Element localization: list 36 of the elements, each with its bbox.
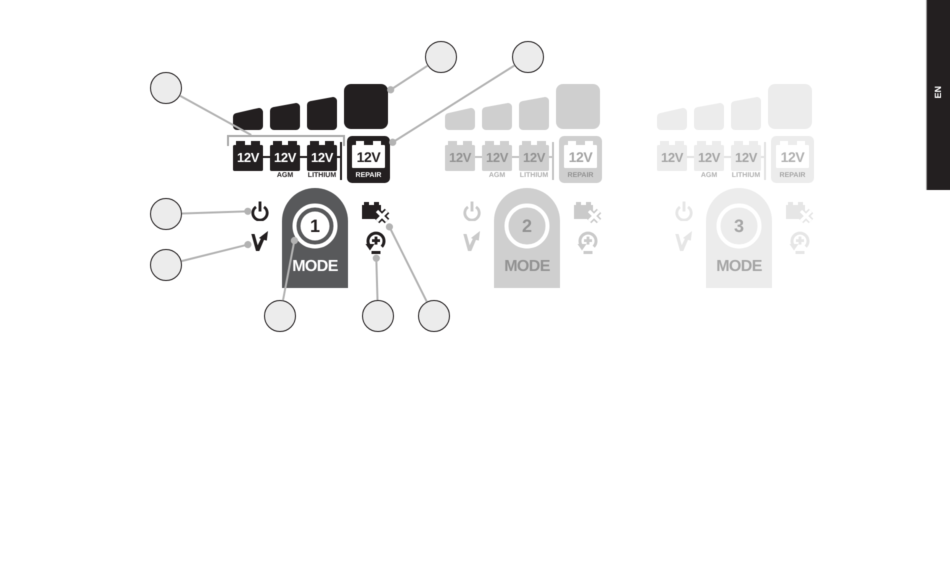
language-tab: EN [926, 0, 950, 190]
connector-line [475, 156, 482, 158]
leader-line [372, 254, 380, 300]
bracket [227, 135, 345, 146]
power-icon [251, 201, 269, 221]
indicator-light-icon [344, 84, 388, 129]
leader-line [386, 223, 428, 302]
mode-button: MODE 2 [494, 188, 560, 288]
callout-circle [362, 300, 394, 332]
callout-circle [418, 300, 450, 332]
separator-line [552, 142, 554, 180]
connector-line [512, 156, 519, 158]
connector-line [549, 156, 552, 158]
connector-line [300, 156, 307, 158]
mode-number: 2 [504, 203, 550, 249]
mode-button: MODE 3 [706, 188, 772, 288]
connector-line [337, 156, 340, 158]
callout-circle [264, 300, 296, 332]
mode-button: MODE 1 [282, 188, 348, 288]
callout-circle [150, 72, 182, 104]
callout-circle [150, 198, 182, 230]
leader-line [181, 240, 252, 262]
callout-circle [512, 41, 544, 73]
leader-line [180, 94, 252, 136]
callout-circle [425, 41, 457, 73]
v-arrow-icon [251, 230, 269, 252]
leader-line [387, 64, 428, 94]
connector-line [263, 156, 270, 158]
leader-line [182, 208, 252, 215]
circular-arrow-icon [364, 231, 388, 255]
separator-line [340, 142, 342, 180]
leader-line [389, 64, 516, 146]
battery-cross-icon [362, 200, 390, 224]
callout-circle [150, 249, 182, 281]
mode-number: 1 [292, 203, 338, 249]
mode-number: 3 [716, 203, 762, 249]
